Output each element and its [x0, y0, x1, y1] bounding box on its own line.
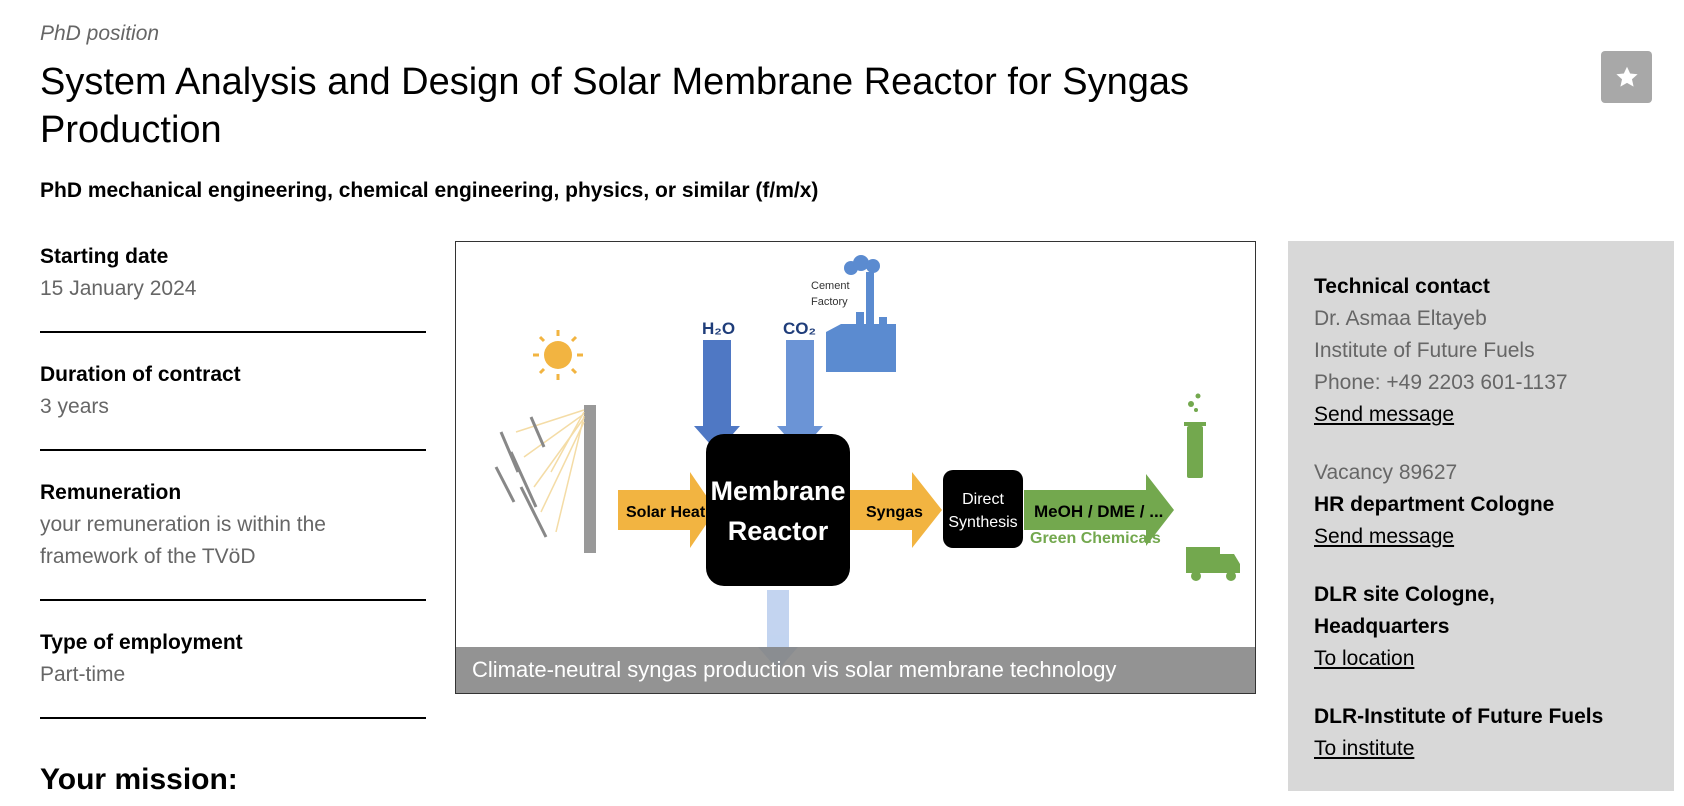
co2-label: CO₂ — [783, 319, 816, 338]
direct-synthesis-box — [943, 470, 1023, 548]
flask-icon — [1184, 393, 1206, 478]
fact-value: Part-time — [40, 663, 126, 686]
institute-heading: DLR-Institute of Future Fuels — [1314, 705, 1604, 728]
sun-icon — [533, 330, 583, 380]
heliostat-field-icon — [494, 405, 596, 553]
technical-contact-institute: Institute of Future Fuels — [1314, 339, 1535, 362]
membrane-label: Membrane — [710, 476, 845, 506]
fact-value: your remuneration is within the framewor… — [40, 513, 326, 568]
syngas-label: Syngas — [866, 504, 923, 521]
cement-label: Cement — [811, 280, 850, 292]
fact-label: Duration of contract — [40, 363, 241, 386]
position-type: PhD position — [40, 22, 160, 45]
contact-sidebar: Technical contact Dr. Asmaa Eltayeb Inst… — [1288, 241, 1674, 791]
hr-department-heading: HR department Cologne — [1314, 493, 1555, 516]
technical-contact-name: Dr. Asmaa Eltayeb — [1314, 307, 1487, 330]
process-diagram: Cement Factory H₂O CO₂ Solar Heat Membra… — [494, 255, 1240, 670]
fact-value: 15 January 2024 — [40, 277, 197, 300]
job-facts: Starting date 15 January 2024 Duration o… — [40, 241, 426, 719]
green-chemicals-label: Green Chemicals — [1030, 530, 1161, 547]
factory-icon — [826, 255, 896, 372]
fact-duration: Duration of contract 3 years — [40, 333, 426, 451]
technical-send-message-link[interactable]: Send message — [1314, 403, 1455, 426]
products-arrow — [1024, 474, 1174, 546]
star-icon — [1615, 66, 1638, 87]
factory-label: Factory — [811, 296, 848, 308]
solar-heat-arrow — [618, 472, 716, 548]
technical-contact-phone: Phone: +49 2203 601-1137 — [1314, 371, 1568, 394]
synthesis-label: Synthesis — [948, 514, 1017, 531]
process-diagram-image: Cement Factory H₂O CO₂ Solar Heat Membra… — [455, 241, 1256, 694]
solar-heat-label: Solar Heat — [626, 504, 706, 521]
h2o-label: H₂O — [702, 319, 735, 338]
to-location-link[interactable]: To location — [1314, 647, 1415, 670]
syngas-arrow — [850, 472, 942, 548]
products-label: MeOH / DME / ... — [1034, 502, 1163, 521]
job-subtitle: PhD mechanical engineering, chemical eng… — [40, 179, 819, 202]
vacancy-number: Vacancy 89627 — [1314, 461, 1458, 484]
technical-contact-heading: Technical contact — [1314, 275, 1490, 298]
site-heading: DLR site Cologne, Headquarters — [1314, 583, 1495, 638]
truck-icon — [1186, 547, 1240, 581]
hr-send-message-link[interactable]: Send message — [1314, 525, 1455, 548]
fact-value: 3 years — [40, 395, 109, 418]
direct-label: Direct — [962, 491, 1004, 508]
fact-label: Remuneration — [40, 481, 182, 504]
favorite-button[interactable] — [1601, 51, 1652, 103]
fact-remuneration: Remuneration your remuneration is within… — [40, 451, 426, 601]
page-title: System Analysis and Design of Solar Memb… — [40, 61, 1189, 151]
fact-label: Starting date — [40, 245, 169, 268]
fact-label: Type of employment — [40, 631, 243, 654]
to-institute-link[interactable]: To institute — [1314, 737, 1415, 760]
fact-employment-type: Type of employment Part-time — [40, 601, 426, 719]
mission-heading: Your mission: — [40, 763, 238, 796]
membrane-reactor-box — [706, 434, 850, 586]
reactor-label: Reactor — [728, 516, 829, 546]
image-caption: Climate-neutral syngas production vis so… — [456, 647, 1255, 693]
fact-starting-date: Starting date 15 January 2024 — [40, 241, 426, 333]
